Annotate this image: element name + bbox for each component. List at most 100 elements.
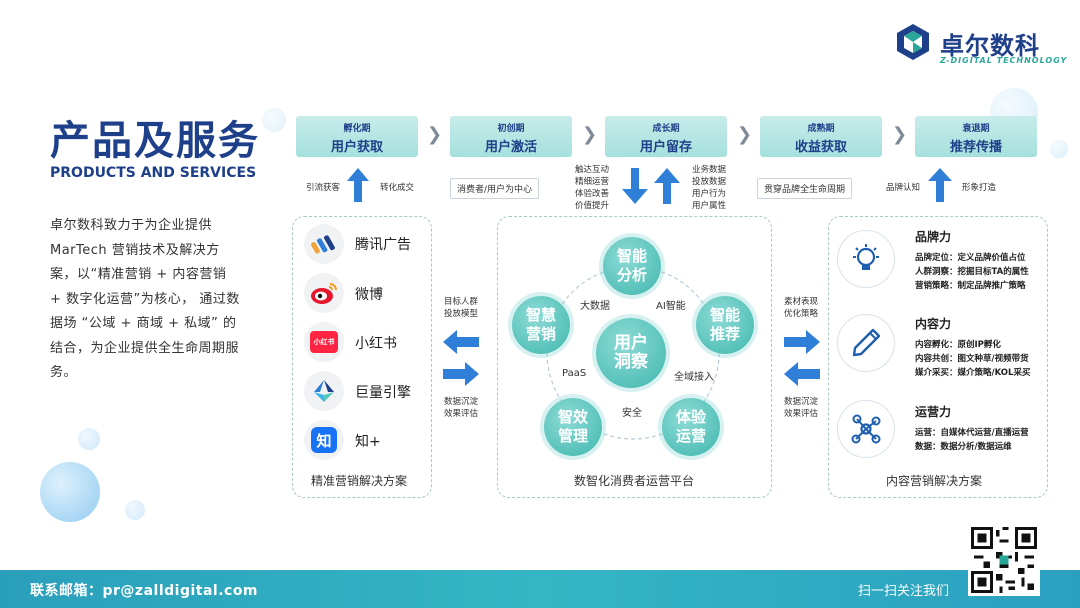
stage-note: 消费者/用户为中心: [450, 178, 540, 199]
connector-note: 素材表现: [784, 297, 819, 307]
node-line: 体验: [675, 408, 706, 426]
core-line: 用户: [614, 333, 648, 353]
stage-name: 用户留存: [639, 140, 692, 155]
group-line: 内容孵化：原创IP孵化: [915, 340, 1001, 350]
ocean-engine-icon: [304, 371, 344, 411]
decor-bubble: [262, 108, 286, 132]
channel-label: 腾讯广告: [355, 237, 411, 253]
tencent-ads-icon: [304, 224, 344, 264]
node-line: 分析: [616, 266, 647, 284]
stage-note: 价值提升: [575, 201, 610, 211]
group-line: 媒介采买：媒介策略/KOL采买: [915, 368, 1031, 378]
node-experience-ops: 体验运营: [662, 398, 720, 456]
ring-label: AI智能: [656, 301, 686, 312]
connector-note: 效果评估: [444, 409, 479, 419]
group-line: 品牌定位：定义品牌价值占位: [915, 253, 1026, 263]
chevron-right-icon: ❯: [582, 124, 598, 145]
core-line: 洞察: [614, 352, 648, 372]
channel-label: 巨量引擎: [355, 385, 411, 401]
brand-name-en: Z-DIGITAL TECHNOLOGY: [940, 56, 1068, 65]
channel-label: 微博: [355, 287, 383, 303]
chevron-right-icon: ❯: [892, 124, 908, 145]
stage-note: 形象打造: [962, 183, 997, 193]
stage-note: 业务数据: [692, 165, 727, 175]
stage-name: 用户激活: [484, 140, 537, 155]
lightbulb-icon: [837, 230, 895, 288]
stage-period: 成熟期: [807, 124, 835, 134]
stage-period: 衰退期: [962, 124, 990, 134]
stage-retain: 成长期 用户留存: [605, 116, 727, 157]
node-line: 智效: [557, 408, 588, 426]
qr-code-icon[interactable]: [968, 524, 1040, 596]
group-line: 人群洞察：挖掘目标TA的属性: [915, 267, 1029, 277]
xiaohongshu-badge: 小红书: [310, 331, 338, 353]
group-heading: 品牌力: [915, 230, 952, 244]
ring-label: 大数据: [580, 301, 610, 312]
stage-name: 用户获取: [330, 140, 383, 155]
arrow-up-icon: [347, 168, 369, 202]
page-subtitle: PRODUCTS AND SERVICES: [50, 165, 257, 181]
node-line: 推荐: [709, 325, 740, 343]
node-smart-analysis: 智能分析: [603, 237, 661, 295]
network-icon: [837, 400, 895, 458]
connector-note: 投放模型: [444, 309, 479, 319]
ring-label: PaaS: [562, 368, 587, 379]
decor-bubble: [40, 462, 100, 522]
node-smart-recommend: 智能推荐: [696, 296, 754, 354]
scan-label: 扫一扫关注我们: [858, 584, 950, 599]
content-marketing-title: 内容营销解决方案: [886, 474, 983, 488]
stage-note: 体验改善: [575, 189, 610, 199]
node-line: 运营: [675, 427, 706, 445]
arrow-up-icon: [654, 168, 680, 204]
node-line: 智慧: [525, 306, 556, 324]
arrow-right-icon: [784, 330, 820, 354]
intro-text: 卓尔数科致力于为企业提供MarTech 营销技术及解决方案，以“精准营销 + 内…: [50, 218, 240, 380]
stage-acquire: 孵化期 用户获取: [296, 116, 418, 157]
node-smart-marketing: 智慧营销: [512, 296, 570, 354]
stage-activate: 初创期 用户激活: [450, 116, 572, 157]
connector-note: 数据沉淀: [444, 397, 479, 407]
ring-label: 全域接入: [674, 372, 714, 383]
group-heading: 运营力: [915, 405, 952, 419]
stage-note: 转化成交: [380, 183, 415, 193]
decor-bubble: [1050, 140, 1068, 158]
chevron-right-icon: ❯: [427, 124, 443, 145]
decor-bubble: [78, 428, 100, 450]
content-marketing-panel: [828, 216, 1048, 498]
stage-note: 投放数据: [692, 177, 727, 187]
brand-name-cn: 卓尔数科: [940, 32, 1040, 60]
zhihu-icon: 知: [304, 420, 344, 460]
precision-marketing-title: 精准营销解决方案: [311, 474, 408, 488]
group-line: 数据：数据分析/数据运维: [915, 442, 1012, 452]
footer-bar: [0, 570, 1080, 608]
arrow-right-icon: [443, 362, 479, 386]
brand-logo-icon: [897, 24, 929, 60]
stage-note: 品牌认知: [886, 183, 921, 193]
arrow-left-icon: [784, 362, 820, 386]
stage-name: 收益获取: [794, 140, 847, 155]
stage-note: 精细运营: [575, 177, 610, 187]
stage-note: 用户行为: [692, 189, 727, 199]
connector-note: 数据沉淀: [784, 397, 819, 407]
group-line: 内容共创：图文种草/视频带货: [915, 354, 1029, 364]
consumer-platform-panel: [497, 216, 772, 498]
chevron-right-icon: ❯: [737, 124, 753, 145]
ring-label: 安全: [622, 408, 642, 419]
connector-note: 效果评估: [784, 409, 819, 419]
stage-period: 孵化期: [343, 124, 371, 134]
consumer-platform-title: 数智化消费者运营平台: [574, 474, 695, 488]
group-line: 营销策略：制定品牌推广策略: [915, 281, 1026, 291]
stage-name: 推荐传播: [949, 140, 1002, 155]
contact-email[interactable]: 联系邮箱：pr@zalldigital.com: [30, 583, 259, 599]
node-line: 智能: [709, 306, 740, 324]
core-user-insight: 用户洞察: [596, 318, 666, 388]
channel-label: 小红书: [355, 336, 397, 352]
stage-spread: 衰退期 推荐传播: [915, 116, 1037, 157]
stage-note: 触达互动: [575, 165, 610, 175]
page-title: 产品及服务: [50, 118, 260, 164]
connector-note: 目标人群: [444, 297, 479, 307]
xiaohongshu-icon: 小红书: [304, 322, 344, 362]
arrow-down-icon: [622, 168, 648, 204]
channel-label: 知+: [355, 434, 381, 450]
group-heading: 内容力: [915, 317, 952, 331]
